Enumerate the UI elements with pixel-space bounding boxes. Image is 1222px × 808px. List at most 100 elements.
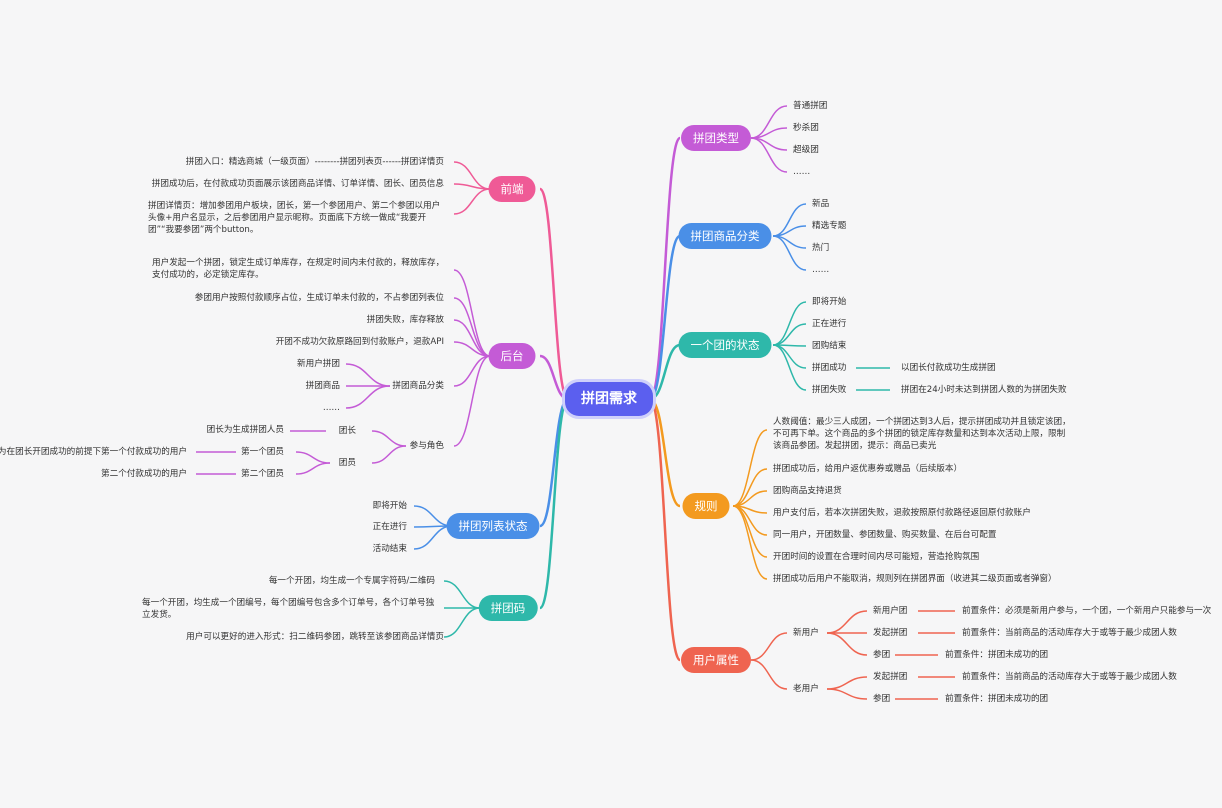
list-state-item: 即将开始 [372,501,407,511]
connector-line [453,355,491,387]
member-label: 团员 [338,458,356,468]
connector-line [772,301,807,346]
category-item: 热门 [812,243,830,253]
state-success-note: 以团长付款成功生成拼团 [901,363,996,373]
connector-line [443,607,481,638]
list-state-item: 正在进行 [372,522,407,532]
branch-frontend[interactable]: 前端 [488,176,536,202]
type-item: …… [793,167,811,177]
branch-list-state[interactable]: 拼团列表状态 [446,513,540,539]
connector-line [826,610,868,634]
root-node[interactable]: 拼团需求 [565,382,653,416]
connector-line [732,468,768,507]
type-item: 普通拼团 [793,101,828,111]
connector-line [453,188,491,215]
new-user-item: 发起拼团 [873,628,908,638]
connector-line [453,297,491,357]
connector-line [732,505,768,558]
new-user-item: 新用户团 [873,606,908,616]
state-item: 正在进行 [812,319,847,329]
backend-category-item: 拼团商品 [305,381,340,391]
connector-line [750,659,788,690]
connector-line [649,343,681,401]
roles-label: 参与角色 [409,441,444,451]
connector-line [295,462,331,475]
connector-line [750,137,788,173]
connector-line [371,430,407,447]
branch-backend[interactable]: 后台 [488,343,536,369]
connector-line [732,429,768,507]
backend-item: 用户发起一个拼团，锁定生成订单库存，在规定时间内未付款的，释放库存，支付成功的，… [152,258,445,280]
connector-line [345,385,391,409]
state-item: 团购结束 [812,341,847,351]
connector-line [443,580,481,609]
connector-line [772,323,807,346]
connector-line [538,397,570,610]
connector-line [453,269,491,357]
rule-item: 用户支付后，若本次拼团失败，退款按照原付款路径返回原付款账户 [773,508,1031,518]
backend-category-item: 新用户拼团 [297,359,340,369]
old-user-item: 参团 [873,694,891,704]
frontend-item: 拼团详情页：增加参团用户板块，团长，第一个参团用户、第二个参团以用户头像+用户名… [148,201,441,235]
old-user-label: 老用户 [793,684,819,694]
frontend-item: 拼团入口：精选商城（一级页面）--------拼团列表页------拼团详情页 [185,157,444,167]
rule-item: 同一用户，开团数量、参团数量、购买数量、在后台可配置 [773,530,997,540]
old-user-item: 发起拼团 [873,672,908,682]
connector-line [345,363,391,387]
first-member-note: 团员为在团长开团成功的前提下第一个付款成功的用户 [0,447,187,457]
branch-group-type[interactable]: 拼团类型 [681,125,751,151]
connector-line [648,136,682,401]
branch-product-category[interactable]: 拼团商品分类 [678,223,772,249]
connector-line [453,341,491,357]
connector-line [649,397,681,508]
connector-line [732,505,768,580]
state-item: 拼团成功 [812,363,847,373]
branch-group-code[interactable]: 拼团码 [478,595,538,621]
second-member-label: 第二个团员 [241,469,284,479]
code-item: 每一个开团，均生成一个团编号，每个团编号包含多个订单号，各个订单号独立发货。 [142,598,435,620]
code-item: 每一个开团，均生成一个专属字符码/二维码 [268,576,435,586]
type-item: 超级团 [793,145,819,155]
rule-item: 开团时间的设置在合理时间内尽可能短，营造抢购氛围 [773,552,980,562]
connector-line [648,234,682,401]
new-user-label: 新用户 [793,628,819,638]
branch-user-attributes[interactable]: 用户属性 [681,647,751,673]
connector-line [826,632,868,656]
branch-group-state[interactable]: 一个团的状态 [678,332,772,358]
frontend-item: 拼团成功后，在付款成功页面展示该团商品详情、订单详情、团长、团员信息 [151,179,444,189]
connector-line [453,183,491,190]
type-item: 秒杀团 [793,123,819,133]
connector-line [538,187,570,401]
rule-item: 拼团成功后用户不能取消，规则列在拼团界面（收进其二级页面或者弹窗） [773,574,1057,584]
rule-item: 人数阈值：最少三人成团，一个拼团达到3人后，提示拼团成功并且锁定该团，不可再下单… [773,417,1071,451]
connector-line [453,355,491,447]
connector-line [295,451,331,464]
branch-rules[interactable]: 规则 [682,493,730,519]
connector-line [371,445,407,464]
rule-item: 拼团成功后，给用户返优惠券或赠品（后续版本） [773,464,963,474]
backend-category-item: …… [322,403,340,413]
list-state-item: 活动结束 [372,544,407,554]
connector-line [772,235,807,271]
connector-line [826,676,868,690]
connector-line [772,344,807,369]
old-user-note: 前置条件：拼团未成功的团 [945,694,1049,704]
category-item: …… [812,265,830,275]
backend-item: 参团用户按照付款顺序占位，生成订单未付款的，不占参团列表位 [194,293,444,303]
backend-category-label: 拼团商品分类 [392,381,444,391]
connector-line [772,344,807,391]
category-item: 精选专题 [812,221,847,231]
connector-line [826,688,868,700]
rule-item: 团购商品支持退货 [773,486,842,496]
code-item: 用户可以更好的进入形式：扫二维码参团，跳转至该参团商品详情页 [186,632,444,642]
new-user-note: 前置条件：必须是新用户参与，一个团，一个新用户只能参与一次 [962,606,1212,616]
new-user-item: 参团 [873,650,891,660]
second-member-note: 第二个付款成功的用户 [101,469,187,479]
state-item: 即将开始 [812,297,847,307]
new-user-note: 前置条件：当前商品的活动库存大于或等于最少成团人数 [962,628,1177,638]
state-fail-note: 拼团在24小时未达到拼团人数的为拼团失败 [901,385,1067,395]
backend-item: 开团不成功欠款原路回到付款账户，退款API [275,337,444,347]
state-item: 拼团失败 [812,385,847,395]
